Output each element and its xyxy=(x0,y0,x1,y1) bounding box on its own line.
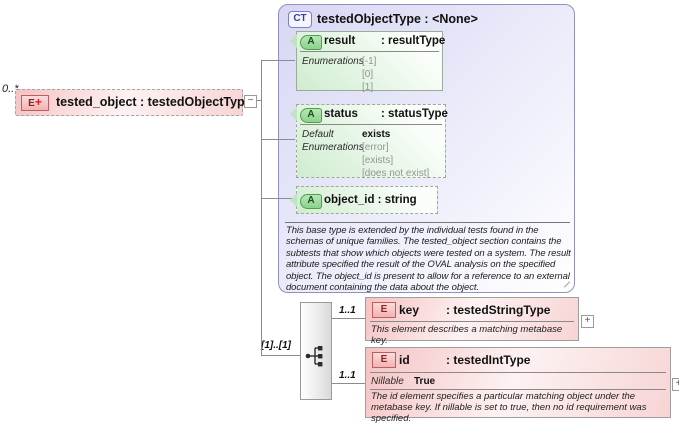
attribute-icon: A xyxy=(300,108,322,123)
attribute-icon: A xyxy=(300,194,322,209)
element-type: : testedIntType xyxy=(446,353,531,367)
complextype-documentation: This base type is extended by the indivi… xyxy=(286,225,571,293)
connector-line xyxy=(332,318,365,319)
attribute-name: result xyxy=(324,35,356,47)
separator xyxy=(370,372,666,373)
element-icon: E xyxy=(372,352,396,368)
attribute-tip xyxy=(290,193,297,207)
element-type: : testedStringType xyxy=(446,303,551,317)
attribute-tip xyxy=(290,34,297,48)
connector-line xyxy=(262,355,300,356)
complextype-icon: CT xyxy=(288,11,312,28)
enum-value: [-1] xyxy=(362,56,377,67)
element-name: id xyxy=(399,353,410,367)
element-box-id[interactable]: E id : testedIntType Nillable True The i… xyxy=(365,347,671,424)
element-box-key[interactable]: E key : testedStringType This element de… xyxy=(365,297,579,346)
attribute-box-status[interactable]: A status : statusType Default exists Enu… xyxy=(290,104,448,179)
expand-toggle-id-icon[interactable]: + xyxy=(672,378,679,391)
separator xyxy=(370,321,574,322)
separator xyxy=(370,389,666,390)
connector-line xyxy=(256,100,262,101)
cardinality-label-root: 0..* xyxy=(2,83,19,95)
attribute-box-object-id[interactable]: A object_id : string xyxy=(290,186,438,214)
sequence-box[interactable] xyxy=(300,302,332,400)
enumerations-label: Enumerations xyxy=(302,56,364,67)
enum-value: [does not exist] xyxy=(362,168,430,179)
element-label: tested_object : testedObjectType xyxy=(56,95,252,109)
element-name: key xyxy=(399,303,420,317)
occurs-plus-icon: + xyxy=(34,95,42,109)
attribute-label: object_id : string xyxy=(324,194,417,206)
enum-value: [exists] xyxy=(362,155,394,166)
connector-line xyxy=(262,198,295,199)
connector-line xyxy=(262,60,295,61)
element-icon: E+ xyxy=(21,95,49,111)
nillable-label: Nillable xyxy=(371,376,404,387)
attribute-name: status xyxy=(324,108,358,120)
attribute-type: : statusType xyxy=(381,108,448,120)
enum-value: [error] xyxy=(362,142,389,153)
element-doc-key: This element describes a matching metaba… xyxy=(371,324,563,346)
connector-line xyxy=(262,139,295,140)
nillable-value: True xyxy=(414,376,436,387)
doc-separator xyxy=(285,222,570,223)
enum-value: [1] xyxy=(362,82,374,93)
sequence-icon xyxy=(305,346,323,367)
enum-value: [0] xyxy=(362,69,374,80)
cardinality-label-id: 1..1 xyxy=(339,370,356,381)
collapse-toggle-icon[interactable]: − xyxy=(244,95,257,108)
separator xyxy=(300,124,442,125)
connector-trunk xyxy=(261,60,262,356)
attribute-box-result[interactable]: A result : resultType Enumerations [-1] … xyxy=(290,31,446,93)
complextype-title: testedObjectType : <None> xyxy=(317,12,478,26)
expand-toggle-key-icon[interactable]: + xyxy=(581,315,594,328)
default-value: exists xyxy=(362,129,391,140)
sequence-cardinality-label: [1]..[1] xyxy=(261,340,291,351)
enumerations-label: Enumerations xyxy=(302,142,364,153)
attribute-icon: A xyxy=(300,35,322,50)
element-doc-id: The id element specifies a particular ma… xyxy=(371,391,647,424)
cardinality-label-key: 1..1 xyxy=(339,305,356,316)
element-icon: E xyxy=(372,302,396,318)
separator xyxy=(300,51,439,52)
complextype-box[interactable]: CT testedObjectType : <None> A result : … xyxy=(278,4,575,293)
default-label: Default xyxy=(302,129,334,140)
connector-line xyxy=(332,383,365,384)
attribute-tip xyxy=(290,107,297,121)
element-box-tested-object[interactable]: E+ tested_object : testedObjectType xyxy=(15,89,252,116)
attribute-type: : resultType xyxy=(381,35,446,47)
